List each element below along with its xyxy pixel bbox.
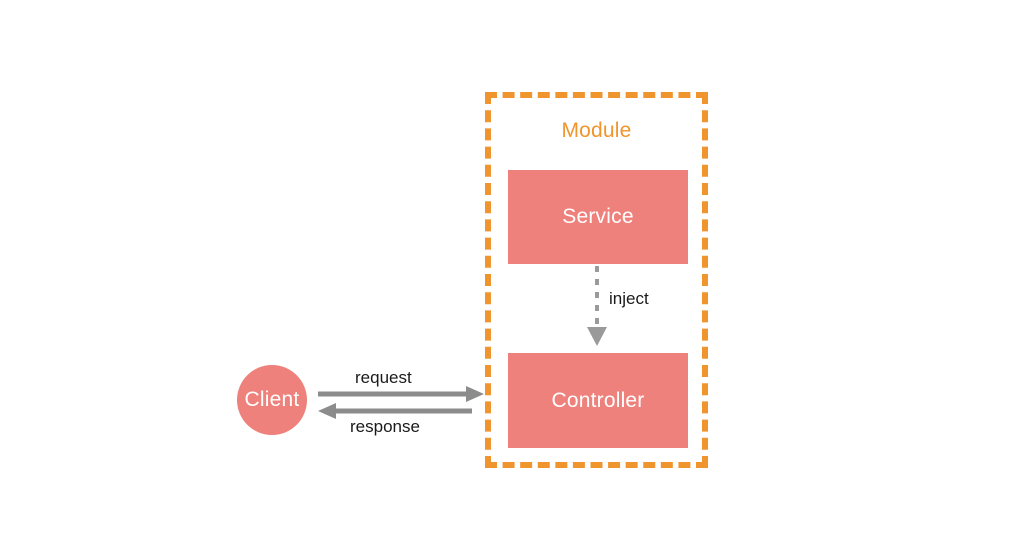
- request-arrow: [318, 386, 484, 402]
- controller-node-label: Controller: [551, 388, 645, 412]
- response-edge-label: response: [350, 417, 420, 436]
- module-container: [485, 92, 708, 468]
- request-arrow-head: [466, 386, 484, 402]
- service-node[interactable]: Service: [508, 170, 688, 264]
- service-node-label: Service: [562, 205, 634, 228]
- response-arrow-head: [318, 403, 336, 419]
- request-edge-label: request: [355, 368, 412, 387]
- client-node[interactable]: Client: [237, 365, 307, 435]
- controller-node[interactable]: Controller: [508, 353, 688, 448]
- client-node-label: Client: [244, 388, 300, 411]
- module-label: Module: [561, 119, 632, 142]
- inject-edge-label: inject: [609, 289, 649, 308]
